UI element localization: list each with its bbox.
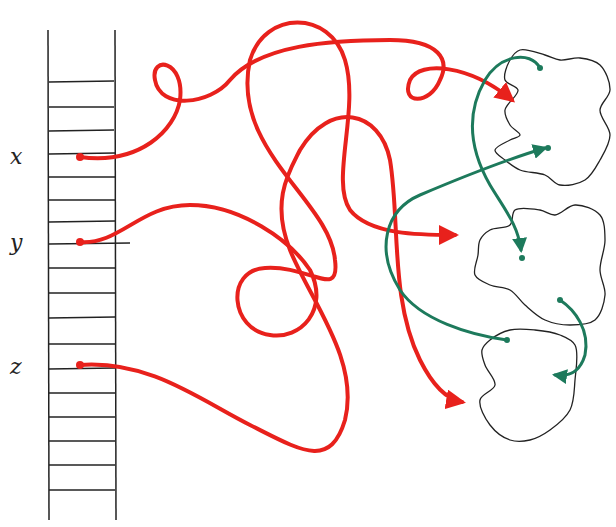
pointer-origin [76,361,84,369]
pointer-arrow [80,117,462,451]
cell-line [49,343,115,345]
cell-line [49,392,115,394]
cell-line [49,292,115,294]
cell-line [49,176,115,178]
object-pointer [555,300,586,375]
strip-edge [115,30,116,520]
pointer-target [545,145,551,151]
cell-line [49,81,114,82]
cell-line [49,317,115,318]
strip-edge [48,30,49,520]
variable-label: x [10,146,22,168]
red-pointers [76,23,512,451]
object-blobs [474,50,610,442]
cell-line [49,221,115,222]
pointer-origin [537,65,543,71]
variable-label: y [10,232,22,254]
memory-strip [48,30,130,520]
variable-label: z [10,356,22,378]
pointer-origin [504,337,510,343]
object-blob [474,205,605,325]
cell-line [49,489,115,491]
pointer-origin [76,238,84,246]
object-pointer [386,148,545,340]
cell-line [49,199,115,201]
pointer-arrow [80,40,512,158]
pointer-origin [76,153,84,161]
pointer-origin [557,297,563,303]
cell-line [49,464,115,466]
cell-line [49,440,115,442]
object-blob [480,329,577,441]
cell-line [49,267,115,269]
cell-line [49,130,114,131]
green-pointers [386,57,586,375]
pointer-target [519,255,525,261]
object-blob [495,50,610,186]
cell-line [49,416,115,418]
cell-line [49,106,114,108]
